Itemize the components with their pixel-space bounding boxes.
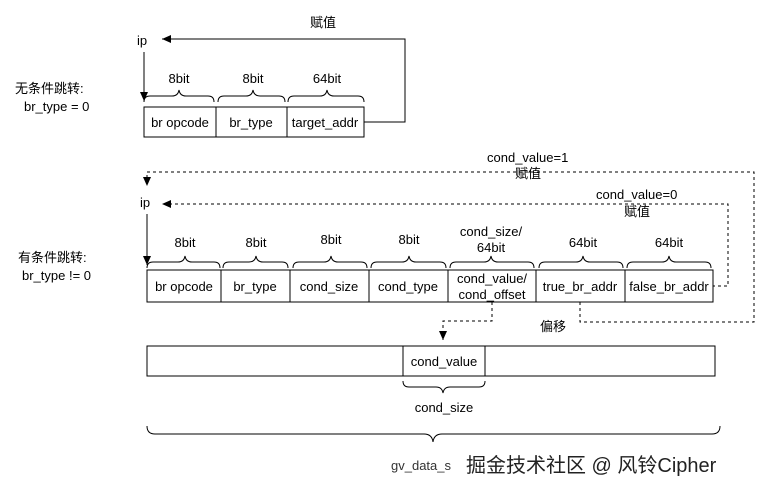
field-box [215,106,288,138]
cond-size-label: cond_size [415,400,474,415]
cond-value-cell [402,345,486,377]
cond-field-cond-value-line2: cond_offset [459,287,526,302]
brace [292,255,368,269]
conditional-br-type: br_type != 0 [22,268,91,283]
offset-arrow [439,302,493,340]
cond-field-true-br-addr: true_br_addr [543,279,618,294]
field-box [624,269,714,303]
brace [143,89,215,103]
field-br-type: br_type [229,115,272,130]
data-segment-name: gv_data_s [391,458,451,473]
cond-width-cond-type: 8bit [399,232,420,247]
brace [626,255,712,269]
unconditional-br-type: br_type = 0 [24,99,89,114]
conditional-ip-label: ip [140,195,150,210]
brace [370,255,447,269]
unconditional-width-target: 64bit [313,71,342,86]
cond-value-cell-label: cond_value [411,354,478,369]
cond-width-false-addr: 64bit [655,235,684,250]
brace [217,89,286,103]
field-box [286,106,365,138]
field-box [535,269,626,303]
unconditional-width-br-type: 8bit [243,71,264,86]
false-branch-assign: 赋值 [624,204,650,219]
cond-field-cond-value-line1: cond_value/ [457,271,527,286]
unconditional-assign-label: 赋值 [310,15,336,30]
cond-width-br-type: 8bit [246,235,267,250]
conditional-section: 有条件跳转: br_type != 0 ip cond_value=1 赋值 c… [18,150,755,340]
cond-width-opcode: 8bit [175,235,196,250]
watermark-text: 掘金技术社区 @ 风铃Cipher [466,454,717,477]
brace [538,255,624,269]
cond-width-cond-size: 8bit [321,232,342,247]
cond-field-br-type: br_type [233,279,276,294]
conditional-title: 有条件跳转: [18,250,87,265]
field-target-addr: target_addr [292,115,359,130]
cond-field-br-opcode: br opcode [155,279,213,294]
brace [146,255,221,269]
cond-field-cond-size: cond_size [300,279,359,294]
brace [402,380,486,394]
true-branch-note: cond_value=1 [487,150,568,165]
false-branch-note: cond_value=0 [596,187,677,202]
field-box [289,269,370,303]
unconditional-section: 无条件跳转: br_type = 0 ip 赋值 8bit 8bit 64bit… [15,15,406,138]
unconditional-assign-arrow [162,35,406,123]
watermark-backdrop [468,448,774,482]
unconditional-width-opcode: 8bit [169,71,190,86]
data-segment-section: cond_value cond_size gv_data_s [146,345,721,473]
offset-label: 偏移 [540,319,566,334]
false-branch-arrow [162,200,729,287]
cond-width-cond-value-line1: cond_size/ [460,224,523,239]
cond-width-cond-value-line2: 64bit [477,240,506,255]
true-branch-assign: 赋值 [515,166,541,181]
field-box [146,269,222,303]
unconditional-ip-label: ip [137,33,147,48]
brace [449,255,535,269]
brace [222,255,289,269]
brace [287,89,365,103]
field-br-opcode: br opcode [151,115,209,130]
unconditional-title: 无条件跳转: [15,81,84,96]
cond-width-true-addr: 64bit [569,235,598,250]
cond-field-cond-type: cond_type [378,279,438,294]
cond-field-false-br-addr: false_br_addr [629,279,709,294]
brace [146,425,721,443]
